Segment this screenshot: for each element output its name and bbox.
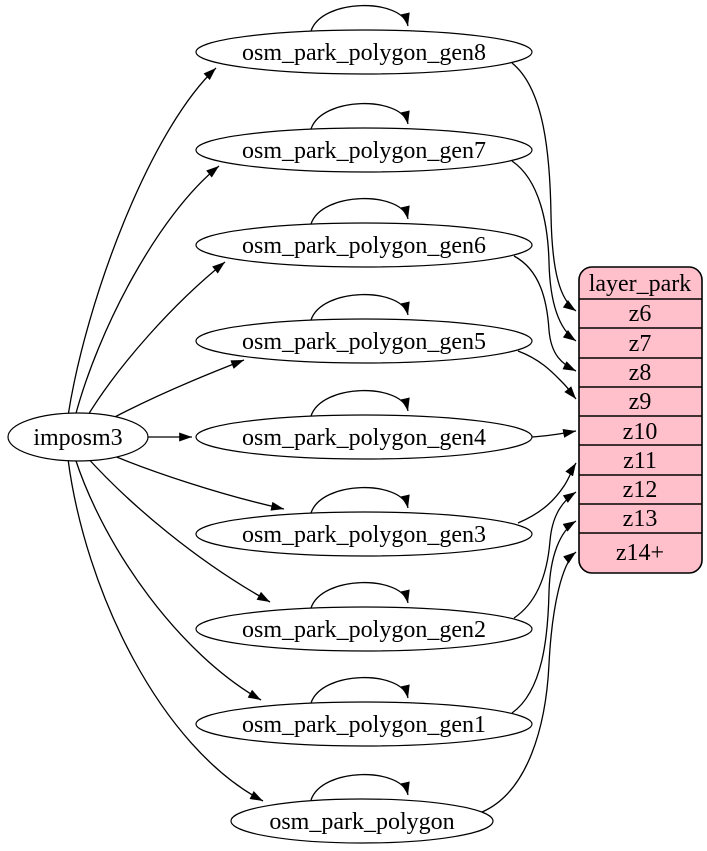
self-loop-osm_park_polygon_gen4: [310, 389, 410, 417]
self-loop-osm_park_polygon_gen8: [310, 4, 410, 32]
edge-osm_park_polygon-z14: [481, 551, 577, 813]
node-ellipse: [195, 414, 533, 460]
edge-imposm3-gen8: [67, 67, 217, 417]
node-ellipse: [195, 701, 533, 747]
edge-gen2-z12: [513, 491, 577, 619]
edge-imposm3-gen5: [99, 359, 245, 426]
edge-gen3-z11: [517, 462, 577, 524]
edge-imposm3-gen3: [99, 449, 285, 511]
layer-table-background: [578, 266, 703, 574]
node-osm_park_polygon_gen5: osm_park_polygon_gen5: [195, 318, 533, 364]
zoom-row-label: z7: [629, 331, 652, 357]
edge-gen5-z9: [517, 350, 577, 400]
node-ellipse: [195, 127, 533, 173]
zoom-row-label: z8: [629, 360, 652, 386]
node-osm_park_polygon: osm_park_polygon: [230, 798, 494, 844]
edge-gen8-z6: [511, 62, 577, 312]
node-ellipse: [195, 511, 533, 557]
edge-imposm3-gen1: [74, 457, 262, 701]
edge-imposm3-gen6: [84, 261, 226, 421]
node-label: osm_park_polygon_gen2: [242, 617, 486, 643]
zoom-row-label: z14+: [616, 540, 664, 566]
node-ellipse: [195, 29, 533, 75]
node-imposm3: imposm3: [7, 412, 149, 462]
node-label: osm_park_polygon_gen3: [242, 522, 486, 548]
zoom-row-label: z11: [623, 448, 657, 474]
node-osm_park_polygon_gen7: osm_park_polygon_gen7: [195, 127, 533, 173]
node-ellipse: [195, 222, 533, 268]
node-label: osm_park_polygon_gen8: [242, 40, 486, 66]
node-label: osm_park_polygon_gen1: [242, 712, 486, 738]
zoom-row-label: z12: [623, 477, 658, 503]
node-ellipse: [195, 606, 533, 652]
node-osm_park_polygon_gen2: osm_park_polygon_gen2: [195, 606, 533, 652]
self-loop-osm_park_polygon_gen5: [310, 293, 410, 321]
node-osm_park_polygon_gen1: osm_park_polygon_gen1: [195, 701, 533, 747]
zoom-row-label: z9: [629, 389, 652, 415]
node-ellipse: [195, 318, 533, 364]
layer-table-title: layer_park: [589, 271, 692, 297]
node-label: osm_park_polygon_gen6: [242, 233, 486, 259]
self-loop-osm_park_polygon_gen2: [310, 581, 410, 609]
edge-gen1-z13: [511, 520, 577, 714]
node-label: imposm3: [33, 425, 122, 451]
edge-imposm3-osm_park_polygon: [67, 458, 264, 802]
node-label: osm_park_polygon_gen5: [242, 329, 486, 355]
zoom-row-label: z6: [629, 301, 652, 327]
self-loop-osm_park_polygon_gen6: [310, 197, 410, 225]
node-label: osm_park_polygon: [269, 809, 454, 835]
zoom-row-label: z10: [623, 419, 658, 445]
edge-gen4-z10: [531, 428, 577, 438]
self-loop-osm_park_polygon: [310, 773, 410, 801]
zoom-edges: [481, 62, 577, 813]
node-ellipse: [7, 412, 149, 462]
node-osm_park_polygon_gen8: osm_park_polygon_gen8: [195, 29, 533, 75]
edge-gen6-z8: [513, 255, 577, 372]
node-osm_park_polygon_gen4: osm_park_polygon_gen4: [195, 414, 533, 460]
edge-imposm3-gen7: [74, 165, 220, 418]
self-loop-osm_park_polygon_gen1: [310, 676, 410, 704]
self-loop-edges: [310, 4, 410, 801]
node-layer_park: layer_park z6 z7 z8 z9 z10 z11 z12 z13 z…: [578, 266, 703, 574]
node-osm_park_polygon_gen6: osm_park_polygon_gen6: [195, 222, 533, 268]
edge-imposm3-gen2: [84, 454, 271, 603]
zoom-row-label: z13: [623, 506, 658, 532]
self-loop-osm_park_polygon_gen7: [310, 102, 410, 130]
node-ellipse: [230, 798, 494, 844]
source-edges: [67, 67, 285, 802]
self-loop-osm_park_polygon_gen3: [310, 486, 410, 514]
node-label: osm_park_polygon_gen4: [242, 425, 486, 451]
edge-gen7-z7: [511, 160, 577, 342]
node-label: osm_park_polygon_gen7: [242, 138, 486, 164]
node-osm_park_polygon_gen3: osm_park_polygon_gen3: [195, 511, 533, 557]
